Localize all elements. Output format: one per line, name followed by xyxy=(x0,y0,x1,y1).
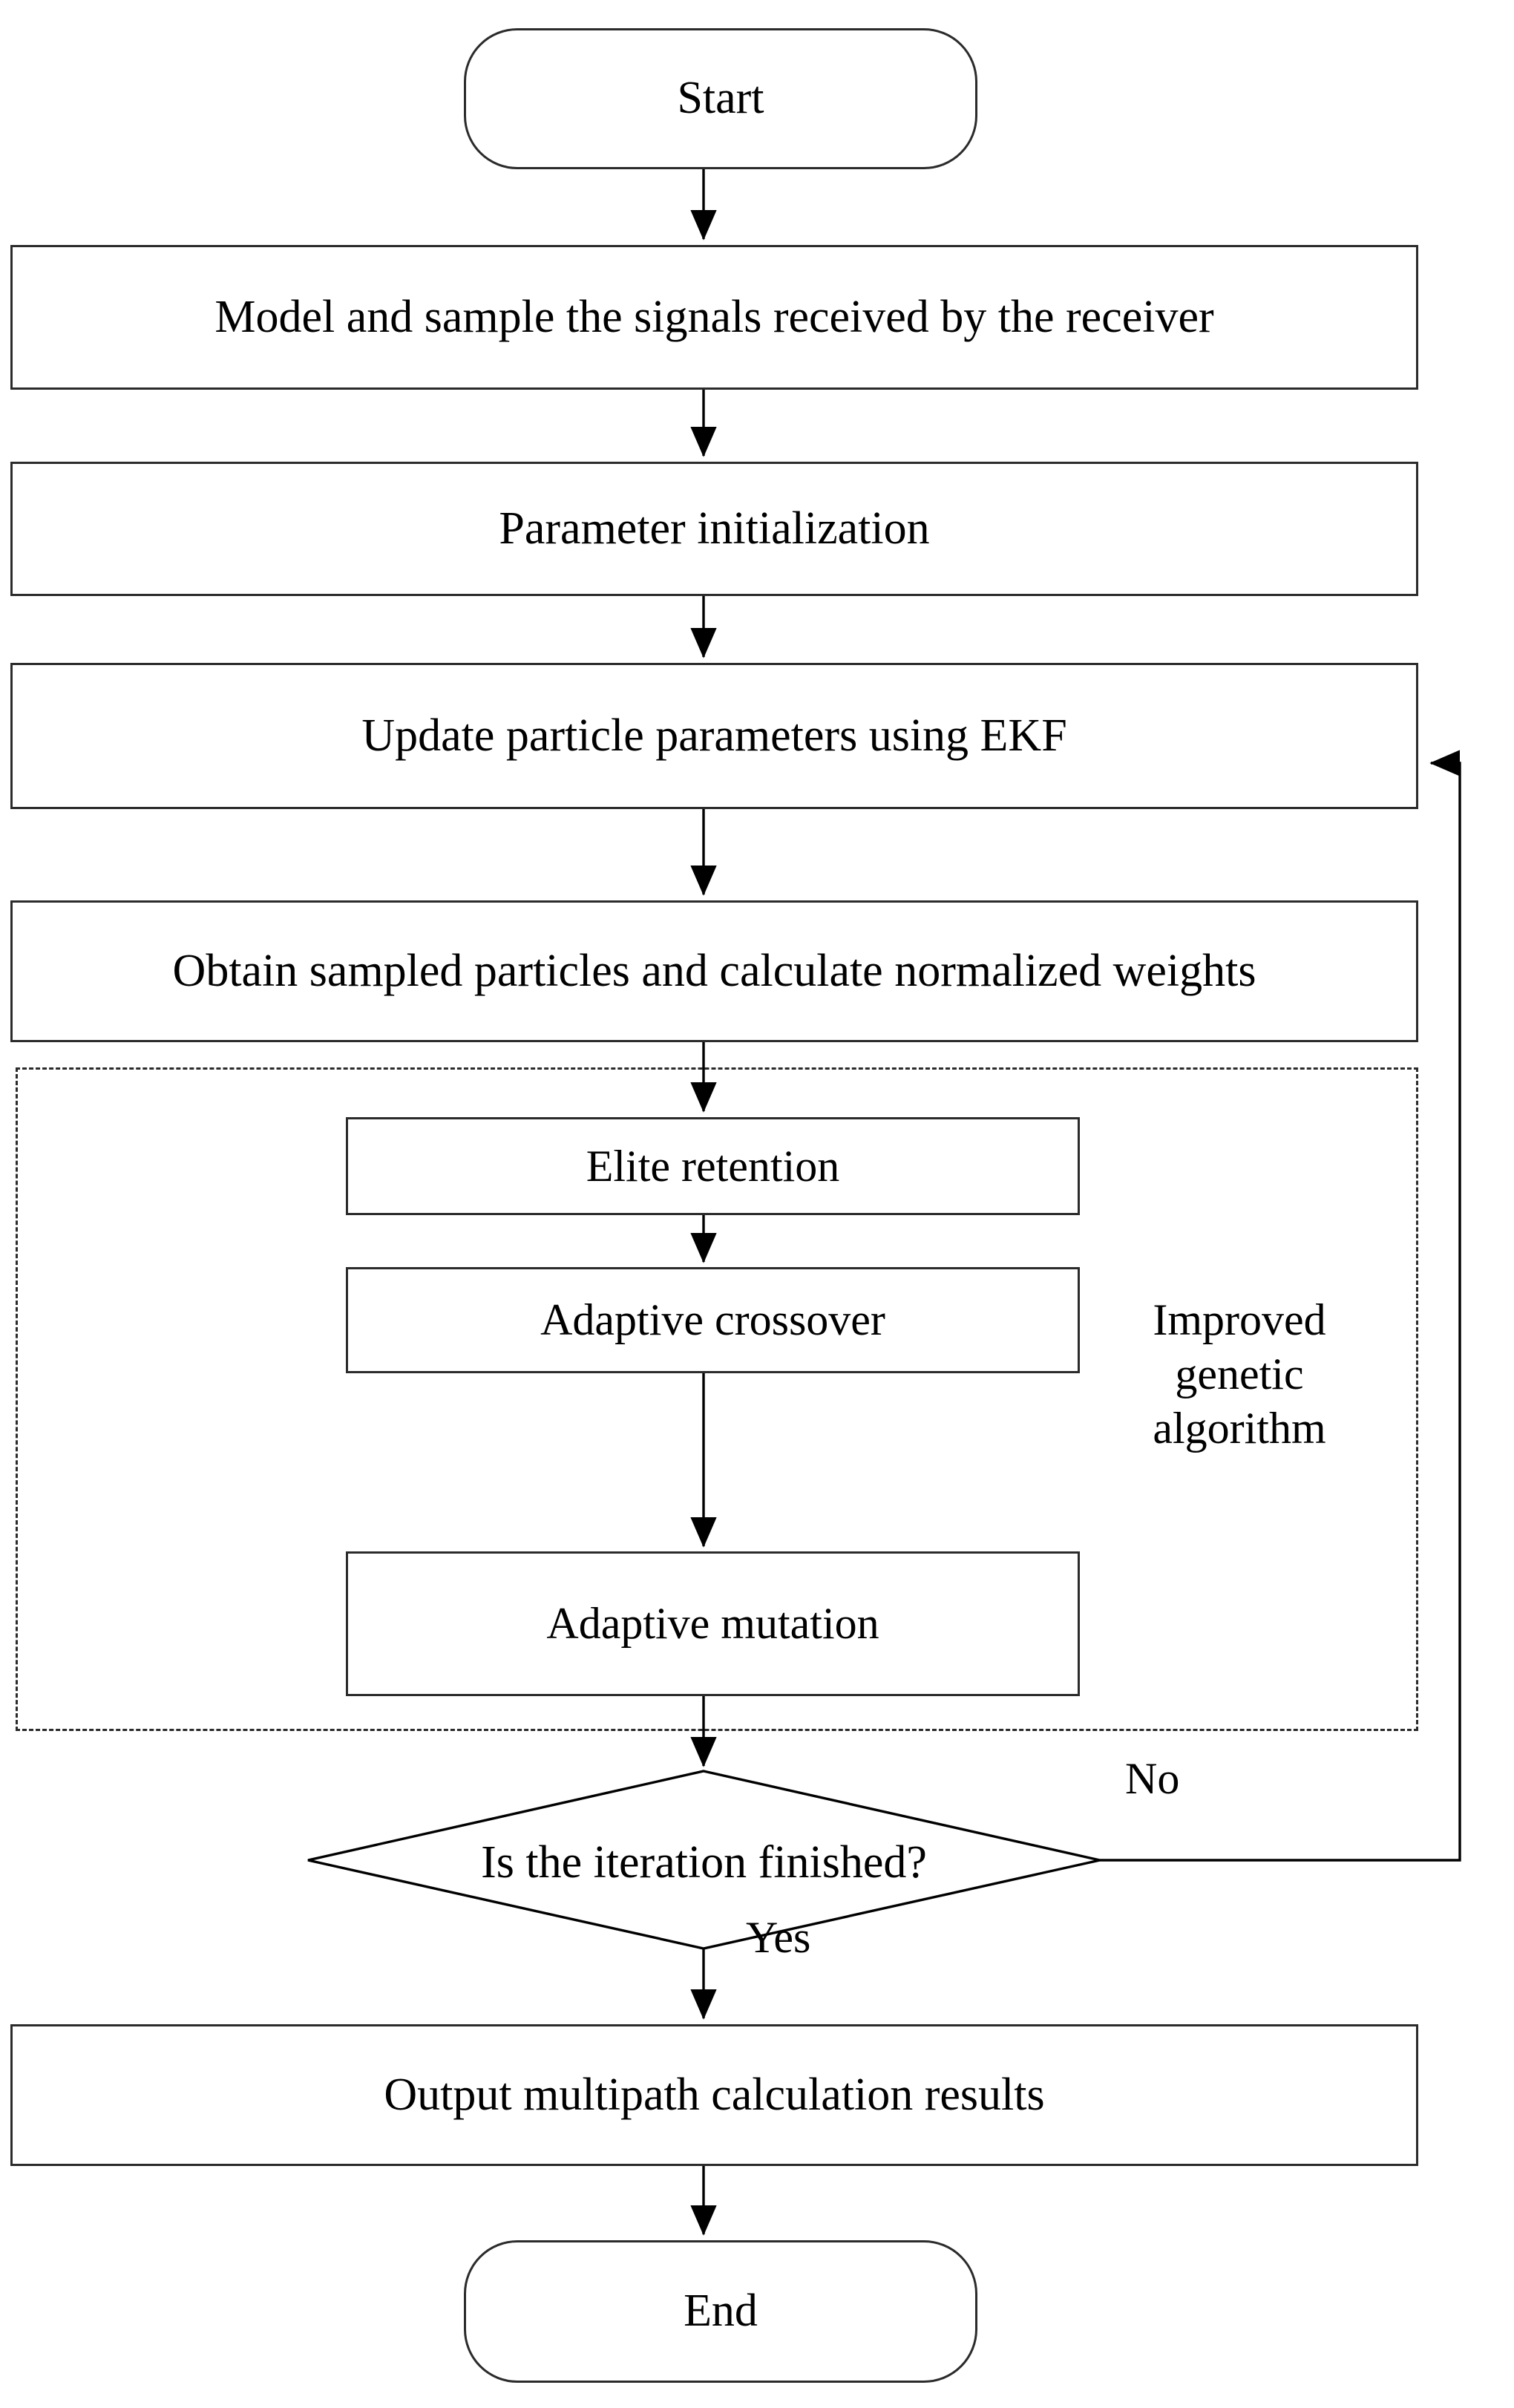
node-elite-retention[interactable]: Elite retention xyxy=(346,1117,1080,1215)
node-elite-retention-label: Elite retention xyxy=(586,1141,840,1191)
node-is-the-iteration-finished-label: Is the iteration finished? xyxy=(481,1837,927,1888)
node-adaptive-mutation[interactable]: Adaptive mutation xyxy=(346,1551,1080,1696)
node-update-particle-parameters-ekf-label: Update particle parameters using EKF xyxy=(361,710,1067,761)
node-obtain-sampled-particles[interactable]: Obtain sampled particles and calculate n… xyxy=(10,900,1418,1042)
node-parameter-initialization[interactable]: Parameter initialization xyxy=(10,462,1418,596)
node-parameter-initialization-label: Parameter initialization xyxy=(499,503,930,554)
node-start-label: Start xyxy=(677,73,764,124)
node-is-the-iteration-finished[interactable]: Is the iteration finished? xyxy=(308,1771,1100,1949)
node-end[interactable]: End xyxy=(464,2240,977,2383)
improved-genetic-algorithm-caption: Improved genetic algorithm xyxy=(1153,1295,1326,1453)
node-output-multipath-results-label: Output multipath calculation results xyxy=(384,2069,1045,2120)
node-model-and-sample-label: Model and sample the signals received by… xyxy=(214,291,1214,342)
node-update-particle-parameters-ekf[interactable]: Update particle parameters using EKF xyxy=(10,663,1418,809)
edge-label-no: No xyxy=(1125,1754,1180,1803)
improved-genetic-algorithm-group xyxy=(16,1067,1418,1731)
node-adaptive-mutation-label: Adaptive mutation xyxy=(546,1599,879,1648)
edge-label-yes: Yes xyxy=(746,1913,811,1962)
node-model-and-sample[interactable]: Model and sample the signals received by… xyxy=(10,245,1418,390)
node-adaptive-crossover-label: Adaptive crossover xyxy=(540,1295,885,1344)
node-end-label: End xyxy=(684,2286,758,2337)
node-obtain-sampled-particles-label: Obtain sampled particles and calculate n… xyxy=(172,945,1256,996)
node-output-multipath-results[interactable]: Output multipath calculation results xyxy=(10,2024,1418,2166)
node-adaptive-crossover[interactable]: Adaptive crossover xyxy=(346,1267,1080,1373)
node-start[interactable]: Start xyxy=(464,28,977,169)
